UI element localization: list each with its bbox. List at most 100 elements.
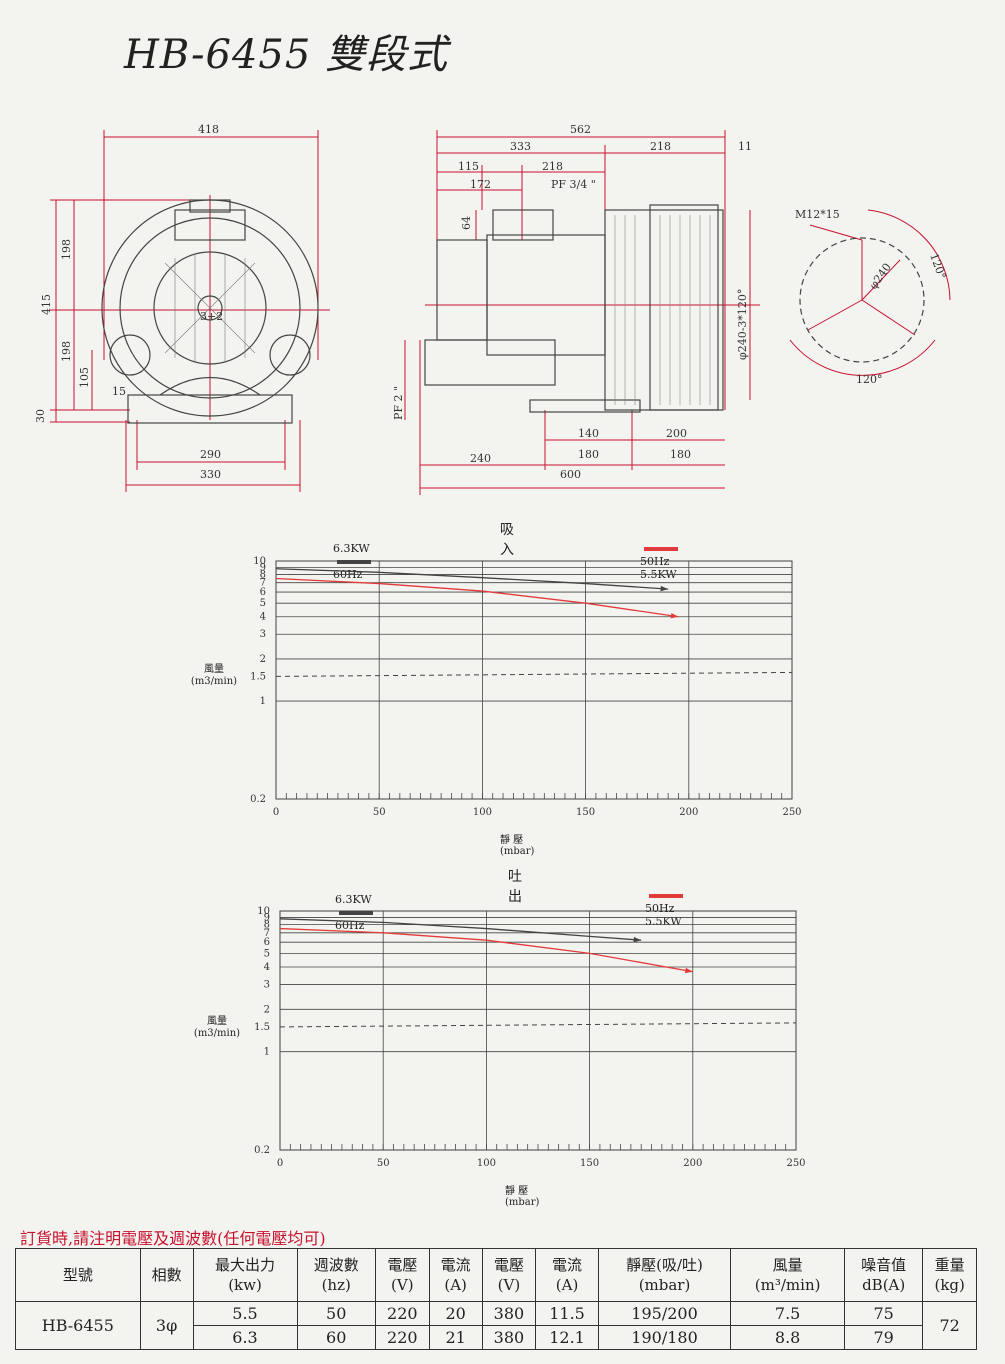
column-header: 噪音值 dB(A) <box>843 1248 924 1302</box>
column-header: 週波數(hz) <box>296 1248 376 1302</box>
table-cell: 190/180 <box>597 1325 732 1350</box>
dim-label: 3+2 <box>200 310 223 323</box>
y-tick-label: 1 <box>264 1047 270 1058</box>
y-tick-label: 9 <box>260 562 266 573</box>
header-label: 噪音值 <box>861 1256 907 1274</box>
legend-freq: 60Hz <box>335 919 365 932</box>
dim-label: 218 <box>542 160 563 173</box>
y-tick-label: 5 <box>260 598 266 609</box>
legend-power: 6.3KW <box>335 893 372 906</box>
column-header: 電壓(V) <box>481 1248 537 1302</box>
header-unit: dB(A) <box>862 1276 906 1294</box>
x-axis-label: 靜 壓(mbar) <box>500 835 535 857</box>
table-cell: 12.1 <box>535 1325 599 1350</box>
reference-line <box>275 671 793 677</box>
reference-line <box>279 1022 797 1028</box>
dim-label: φ240-3*120° <box>736 289 749 360</box>
y-tick-label: 0.2 <box>254 1145 270 1156</box>
dim-label: 333 <box>510 140 531 153</box>
y-tick-label: 3 <box>260 629 266 640</box>
series-arrowhead <box>670 612 679 619</box>
header-label: 相數 <box>151 1266 182 1284</box>
legend-swatch <box>339 911 373 915</box>
dim-label: 418 <box>198 123 219 136</box>
header-unit: (V) <box>391 1276 414 1294</box>
chart-title: 吸入 <box>500 522 528 558</box>
table-cell: 220 <box>374 1301 430 1326</box>
legend-power: 5.5KW <box>640 568 677 581</box>
dim-label: 30 <box>34 409 47 423</box>
dim-label: M12*15 <box>795 208 840 221</box>
dim-label: 115 <box>458 160 479 173</box>
table-cell: 21 <box>428 1325 483 1350</box>
order-note: 訂貨時,請注明電壓及週波數(任何電壓均可) <box>20 1229 326 1248</box>
x-tick-label: 0 <box>277 1158 283 1169</box>
series-line <box>275 577 679 618</box>
dim-label: 290 <box>200 448 221 461</box>
dim-label: 415 <box>40 294 53 315</box>
y-tick-label: 7 <box>260 578 266 589</box>
series-arrowhead <box>660 585 669 592</box>
y-tick-label: 2 <box>260 654 266 665</box>
dim-label: 15 <box>112 385 126 398</box>
table-cell: 6.3 <box>192 1325 298 1350</box>
header-label: 最大出力 <box>215 1256 276 1274</box>
column-header: 電流(A) <box>535 1248 599 1302</box>
y-axis-unit: (m3/min) <box>190 676 238 687</box>
header-unit: (kw) <box>228 1276 262 1294</box>
x-tick-label: 100 <box>477 1158 496 1169</box>
y-tick-label: 8 <box>260 570 266 581</box>
y-tick-label: 6 <box>260 587 266 598</box>
header-unit: (A) <box>444 1276 467 1294</box>
model-cell: HB-6455 <box>15 1301 141 1350</box>
flange-circle <box>799 237 925 363</box>
dim-label: 200 <box>666 427 687 440</box>
y-axis-title: 風量 <box>207 1016 227 1027</box>
y-tick-label: 1.5 <box>250 671 266 682</box>
y-tick-label: 4 <box>264 962 270 973</box>
dim-label: PF 3/4 " <box>551 178 596 191</box>
table-cell: 20 <box>428 1301 483 1326</box>
dim-label: 218 <box>650 140 671 153</box>
column-header: 相數 <box>139 1248 194 1302</box>
y-tick-label: 6 <box>264 937 270 948</box>
column-header: 型號 <box>15 1248 141 1302</box>
x-tick-label: 250 <box>786 1158 805 1169</box>
table-cell: 195/200 <box>597 1301 732 1326</box>
y-tick-label: 2 <box>264 1004 270 1015</box>
y-tick-label: 9 <box>264 912 270 923</box>
dim-label: 105 <box>78 367 91 388</box>
y-tick-label: 1.5 <box>254 1022 270 1033</box>
table-cell: 75 <box>843 1301 924 1326</box>
column-header: 最大出力 (kw) <box>192 1248 298 1302</box>
series-arrowhead <box>684 967 693 974</box>
dim-label: 120° <box>856 373 883 386</box>
chart-title: 吐出 <box>508 869 536 905</box>
dim-label: 562 <box>570 123 591 136</box>
dimension-drawings: 418 415 198 198 105 15 30 290 330 3+2 56… <box>34 123 951 495</box>
x-tick-label: 150 <box>576 807 595 818</box>
column-header: 重量(kg) <box>922 1248 977 1302</box>
header-unit: (m³/min) <box>754 1276 821 1294</box>
y-axis-unit: (m3/min) <box>193 1028 241 1039</box>
dim-label: 120° <box>927 252 948 281</box>
x-tick-label: 100 <box>473 807 492 818</box>
legend-freq: 50Hz <box>640 555 670 568</box>
legend-swatch <box>649 894 683 898</box>
header-unit: (hz) <box>321 1276 351 1294</box>
header-unit: (mbar) <box>638 1276 691 1294</box>
legend-swatch <box>337 560 371 564</box>
legend-freq: 50Hz <box>645 902 675 915</box>
chart-legend-60hz: 6.3KW 60Hz <box>335 893 377 932</box>
table-row: 6.3 60 220 21 380 12.1 190/180 8.8 79 <box>16 1325 977 1350</box>
y-tick-label: 0.2 <box>250 794 266 805</box>
chart-legend-50hz: 50Hz 5.5KW <box>640 542 682 581</box>
header-label: 型號 <box>62 1266 93 1284</box>
dim-label: 198 <box>60 341 73 362</box>
x-tick-label: 50 <box>377 1158 390 1169</box>
header-label: 電壓 <box>387 1256 418 1274</box>
legend-swatch <box>644 547 678 551</box>
table-cell: 380 <box>481 1301 537 1326</box>
table-cell: 7.5 <box>730 1301 845 1326</box>
series-arrowhead <box>633 936 642 943</box>
